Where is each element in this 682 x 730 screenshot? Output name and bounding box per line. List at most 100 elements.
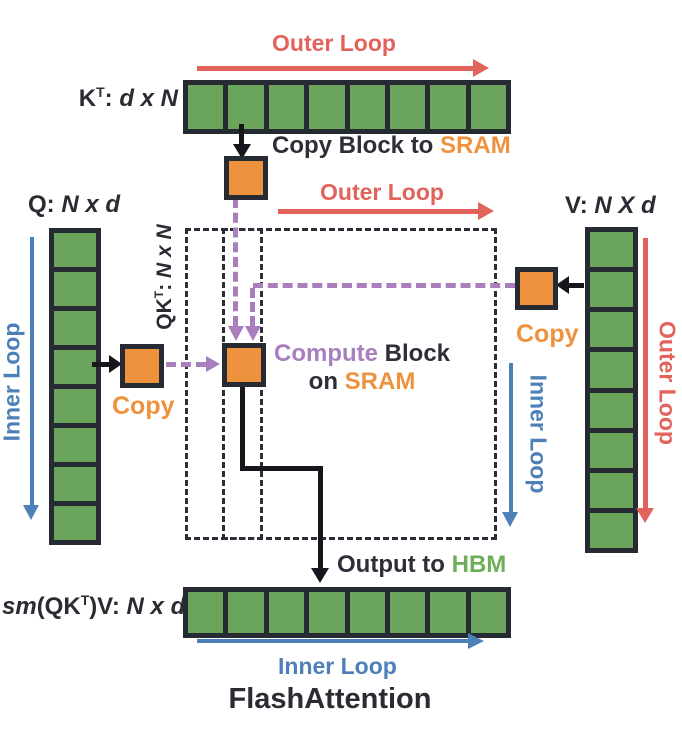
k-to-compute-arrowhead-icon bbox=[228, 326, 244, 341]
outer-loop-right-arrowhead-icon bbox=[636, 508, 654, 523]
outer-loop-top-label: Outer Loop bbox=[272, 30, 396, 56]
on-text: on bbox=[308, 367, 345, 395]
kt-dims: d x N bbox=[119, 85, 178, 112]
v-matrix-label: V: N X d bbox=[565, 192, 656, 220]
compute-block-line1: Compute Block bbox=[266, 340, 458, 368]
kt-copy-arrowhead-icon bbox=[233, 144, 251, 159]
memory-block-cell bbox=[430, 592, 466, 633]
copy-q-label: Copy bbox=[112, 392, 175, 420]
memory-block-cell bbox=[268, 85, 305, 129]
hbm-text: HBM bbox=[451, 551, 507, 578]
compute-block-line2: on SRAM bbox=[266, 368, 458, 396]
v-block-sram-square bbox=[515, 267, 558, 310]
memory-block-cell bbox=[54, 389, 96, 423]
v-copy-arrow bbox=[568, 283, 584, 288]
kt-matrix-label: KT: d x N bbox=[20, 84, 178, 113]
memory-block-cell bbox=[470, 85, 506, 129]
out-dims: N x d bbox=[126, 593, 186, 620]
v-memory-column bbox=[585, 227, 638, 553]
copy-v-label: Copy bbox=[516, 320, 579, 348]
memory-block-cell bbox=[349, 85, 385, 129]
memory-block-cell bbox=[590, 352, 633, 388]
memory-block-cell bbox=[349, 592, 385, 633]
qkt-matrix-label: QKT: N x N bbox=[152, 224, 176, 330]
kt-memory-row bbox=[183, 80, 511, 134]
inner-loop-bottom-arrowhead-icon bbox=[468, 633, 484, 649]
out-close: )V bbox=[89, 593, 112, 620]
compute-text: Compute bbox=[273, 340, 378, 367]
memory-block-cell bbox=[430, 85, 466, 129]
outer-loop-mid-label: Outer Loop bbox=[320, 179, 444, 205]
out-sep: : bbox=[111, 593, 127, 620]
v-copy-arrowhead-icon bbox=[556, 276, 569, 294]
memory-block-cell bbox=[228, 85, 264, 129]
qkt-sup: T bbox=[152, 290, 166, 299]
memory-block-cell bbox=[54, 428, 96, 462]
inner-loop-right-label: Inner Loop bbox=[525, 374, 552, 494]
outer-loop-right-label: Outer Loop bbox=[654, 321, 681, 445]
memory-block-cell bbox=[590, 272, 633, 308]
outer-loop-right-arrow bbox=[643, 238, 648, 508]
memory-block-cell bbox=[590, 512, 633, 548]
memory-block-cell bbox=[590, 472, 633, 508]
q-block-sram-square bbox=[120, 344, 164, 388]
q-to-compute-arrowhead-icon bbox=[206, 356, 220, 372]
on-sram-text: SRAM bbox=[344, 367, 416, 395]
copy-block-text: Copy Block to bbox=[272, 132, 441, 159]
output-to-text: Output to bbox=[337, 551, 452, 578]
q-matrix-label: Q: N x d bbox=[28, 191, 120, 219]
inner-loop-left-arrowhead-icon bbox=[23, 505, 39, 520]
output-memory-row bbox=[183, 587, 511, 638]
v-to-compute-arrowhead-icon bbox=[245, 326, 261, 341]
memory-block-cell bbox=[188, 85, 224, 129]
memory-block-cell bbox=[188, 592, 224, 633]
memory-block-cell bbox=[54, 350, 96, 384]
attention-matrix-dashed-rect bbox=[185, 228, 497, 540]
outer-loop-mid-arrow bbox=[278, 209, 478, 214]
qkt-dims: N x N bbox=[153, 224, 176, 278]
out-name: (QK bbox=[36, 593, 81, 620]
qkt-name: QK bbox=[153, 298, 176, 330]
memory-block-cell bbox=[54, 311, 96, 345]
compute-block-label: Compute Block on SRAM bbox=[266, 340, 458, 395]
memory-block-cell bbox=[389, 592, 426, 633]
kt-sep: : bbox=[104, 85, 120, 112]
sram-text: SRAM bbox=[440, 132, 511, 159]
qkt-sep: : bbox=[153, 277, 176, 291]
inner-loop-bottom-label: Inner Loop bbox=[278, 653, 397, 679]
v-name: V bbox=[565, 192, 580, 219]
outer-loop-top-arrow bbox=[197, 66, 473, 71]
inner-loop-right-arrow bbox=[509, 363, 513, 512]
memory-block-cell bbox=[590, 392, 633, 428]
memory-block-cell bbox=[389, 85, 426, 129]
output-path-segment-2 bbox=[240, 466, 323, 471]
q-memory-column bbox=[49, 228, 101, 545]
output-matrix-label: sm(QKT)V: N x d bbox=[2, 592, 185, 621]
memory-block-cell bbox=[309, 592, 345, 633]
v-to-compute-dashed-line-v bbox=[250, 288, 255, 326]
kt-name: K bbox=[78, 85, 97, 112]
output-arrowhead-icon bbox=[311, 568, 329, 583]
v-dims: N X d bbox=[594, 192, 656, 219]
memory-block-cell bbox=[268, 592, 305, 633]
memory-block-cell bbox=[54, 233, 96, 267]
out-sup: T bbox=[80, 592, 90, 608]
memory-block-cell bbox=[228, 592, 264, 633]
kt-sup: T bbox=[96, 84, 105, 100]
memory-block-cell bbox=[54, 272, 96, 306]
memory-block-cell bbox=[54, 467, 96, 501]
k-to-compute-dashed-line bbox=[233, 198, 238, 326]
memory-block-cell bbox=[590, 432, 633, 468]
diagram-title: FlashAttention bbox=[228, 683, 432, 715]
q-name: Q bbox=[28, 191, 47, 218]
q-to-compute-dashed-line bbox=[166, 362, 206, 367]
block-text: Block bbox=[377, 340, 451, 367]
q-copy-arrow bbox=[92, 362, 111, 367]
k-block-sram-square bbox=[224, 156, 268, 200]
kt-copy-arrow bbox=[239, 124, 244, 145]
v-sep: : bbox=[579, 192, 595, 219]
compute-block-sram-square bbox=[222, 343, 266, 387]
out-sm: sm bbox=[2, 593, 37, 620]
memory-block-cell bbox=[590, 232, 633, 268]
